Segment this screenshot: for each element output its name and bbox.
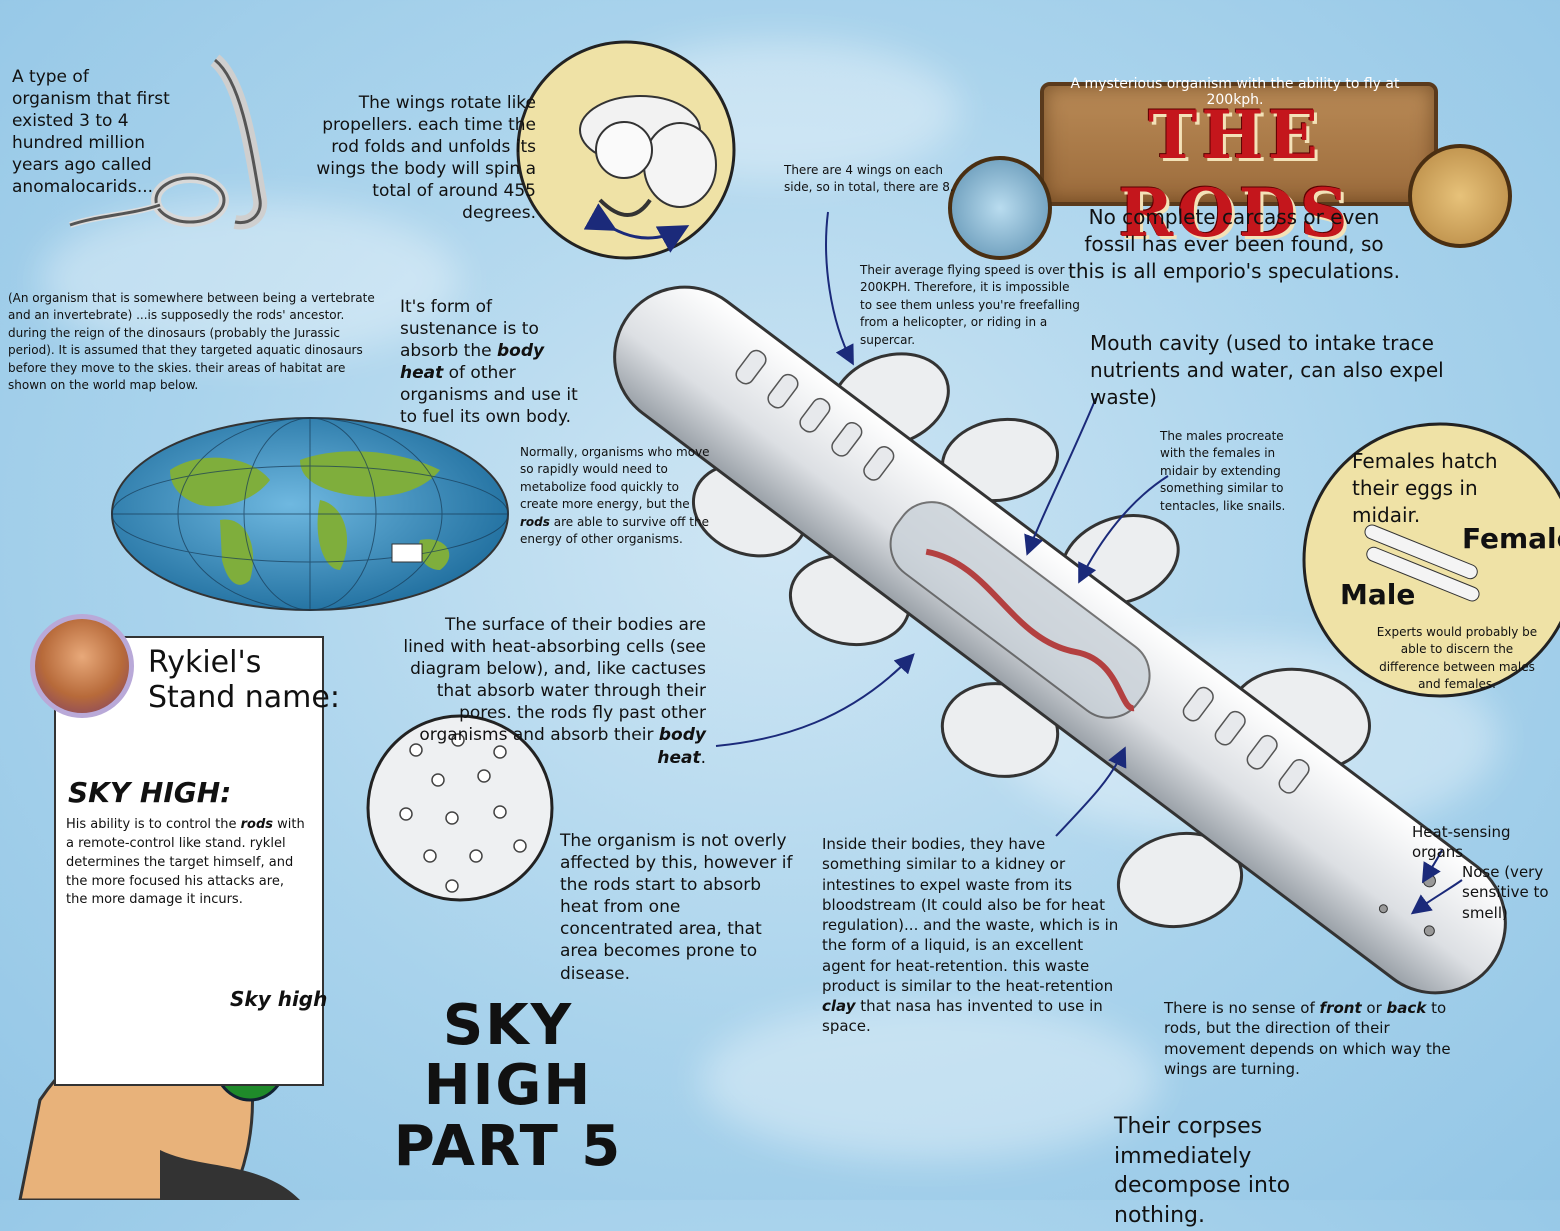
anomalocarid-sketch bbox=[69, 54, 268, 230]
stand-description-text-end: with a remote-control like stand. ryklel… bbox=[66, 817, 305, 908]
note-nose: Nose (very sensitive to smell) bbox=[1462, 863, 1549, 922]
note-wings-rotate: The wings rotate like propellers. each t… bbox=[316, 93, 536, 224]
male-female-inset bbox=[1302, 422, 1560, 698]
note-anomalocarids: A type of organism that first existed 3 … bbox=[12, 67, 170, 198]
rod-creature bbox=[613, 285, 1507, 995]
world-map bbox=[111, 417, 509, 611]
note-procreate: The males procreate with the females in … bbox=[1160, 429, 1286, 513]
stand-description: His ability is to control the rods with … bbox=[66, 816, 306, 910]
note-corpses: Their corpses immediately decompose into… bbox=[1114, 1114, 1291, 1229]
note-flying-speed: Their average flying speed is over 200KP… bbox=[860, 263, 1080, 347]
chapter-title-line2: PART 5 bbox=[393, 1113, 623, 1179]
note-disease: The organism is not overly affected by t… bbox=[560, 831, 793, 984]
chapter-title-line1: SKY HIGH bbox=[423, 993, 593, 1119]
stand-heading-line2: Stand name: bbox=[148, 679, 340, 715]
stand-heading: Rykiel's Stand name: bbox=[148, 645, 340, 715]
chapter-title: SKY HIGH PART 5 bbox=[358, 993, 658, 1179]
cloud bbox=[700, 1000, 1160, 1160]
title-subtitle: A mysterious organism with the ability t… bbox=[1070, 76, 1400, 108]
note-metabolize-text: Normally, organisms who move so rapidly … bbox=[520, 445, 710, 512]
note-direction-text: There is no sense of bbox=[1164, 999, 1315, 1017]
page-title: THE RODS bbox=[1118, 96, 1352, 252]
note-kidney: Inside their bodies, they have something… bbox=[822, 834, 1122, 1037]
heat-cells-inset bbox=[366, 714, 554, 902]
note-kidney-text: Inside their bodies, they have something… bbox=[822, 835, 1119, 995]
note-heat-sensing: Heat-sensing organs bbox=[1412, 823, 1511, 862]
note-surface-emphasis: body heat bbox=[657, 725, 706, 768]
note-sustenance-text-end: of other organisms and use it to fuel it… bbox=[400, 363, 578, 428]
note-experts: Experts would probably be able to discer… bbox=[1376, 625, 1538, 692]
note-metabolize: Normally, organisms who move so rapidly … bbox=[520, 444, 720, 548]
rykiel-avatar bbox=[30, 614, 134, 718]
wing-rotation-inset bbox=[516, 40, 736, 260]
title-board bbox=[1040, 82, 1438, 206]
note-surface-text: The surface of their bodies are lined wi… bbox=[403, 615, 706, 746]
note-direction-back: back bbox=[1386, 999, 1427, 1017]
note-females-hatch: Females hatch their eggs in midair. bbox=[1352, 449, 1498, 527]
stand-description-emphasis: rods bbox=[240, 817, 274, 832]
note-sustenance: It's form of sustenance is to absorb the… bbox=[400, 296, 590, 429]
rods-illustration bbox=[18, 40, 1560, 1200]
fossil-note: No complete carcass or even fossil has e… bbox=[1068, 205, 1400, 283]
note-sustenance-emphasis: body heat bbox=[400, 341, 545, 384]
note-direction-front: front bbox=[1319, 999, 1362, 1017]
note-metabolize-text-end: are able to survive off the energy of ot… bbox=[520, 514, 709, 546]
note-ancestor: (An organism that is somewhere between b… bbox=[8, 291, 375, 392]
note-wings-count: There are 4 wings on each side, so in to… bbox=[784, 163, 954, 195]
note-kidney-text-end: that nasa has invented to use in space. bbox=[822, 997, 1103, 1036]
note-metabolize-emphasis: rods bbox=[520, 514, 550, 529]
stand-caption: Sky high bbox=[230, 987, 328, 1011]
stand-description-text: His ability is to control the bbox=[66, 817, 237, 832]
female-label: Female bbox=[1462, 522, 1560, 555]
note-direction-or: or bbox=[1366, 999, 1382, 1017]
note-surface-cells: The surface of their bodies are lined wi… bbox=[400, 614, 706, 769]
stand-name: SKY HIGH: bbox=[68, 776, 232, 809]
note-direction: There is no sense of front or back to ro… bbox=[1164, 998, 1464, 1079]
note-sustenance-text: It's form of sustenance is to absorb the bbox=[400, 297, 539, 362]
deer-medallion-icon bbox=[948, 156, 1052, 260]
note-mouth-cavity: Mouth cavity (used to intake trace nutri… bbox=[1090, 331, 1444, 409]
male-label: Male bbox=[1340, 578, 1416, 611]
desert-medallion-icon bbox=[1408, 144, 1512, 248]
note-surface-end: . bbox=[700, 747, 706, 768]
note-kidney-emphasis: clay bbox=[822, 997, 856, 1015]
note-direction-text-end: to rods, but the direction of their move… bbox=[1164, 999, 1451, 1078]
stand-heading-line1: Rykiel's bbox=[148, 645, 262, 680]
